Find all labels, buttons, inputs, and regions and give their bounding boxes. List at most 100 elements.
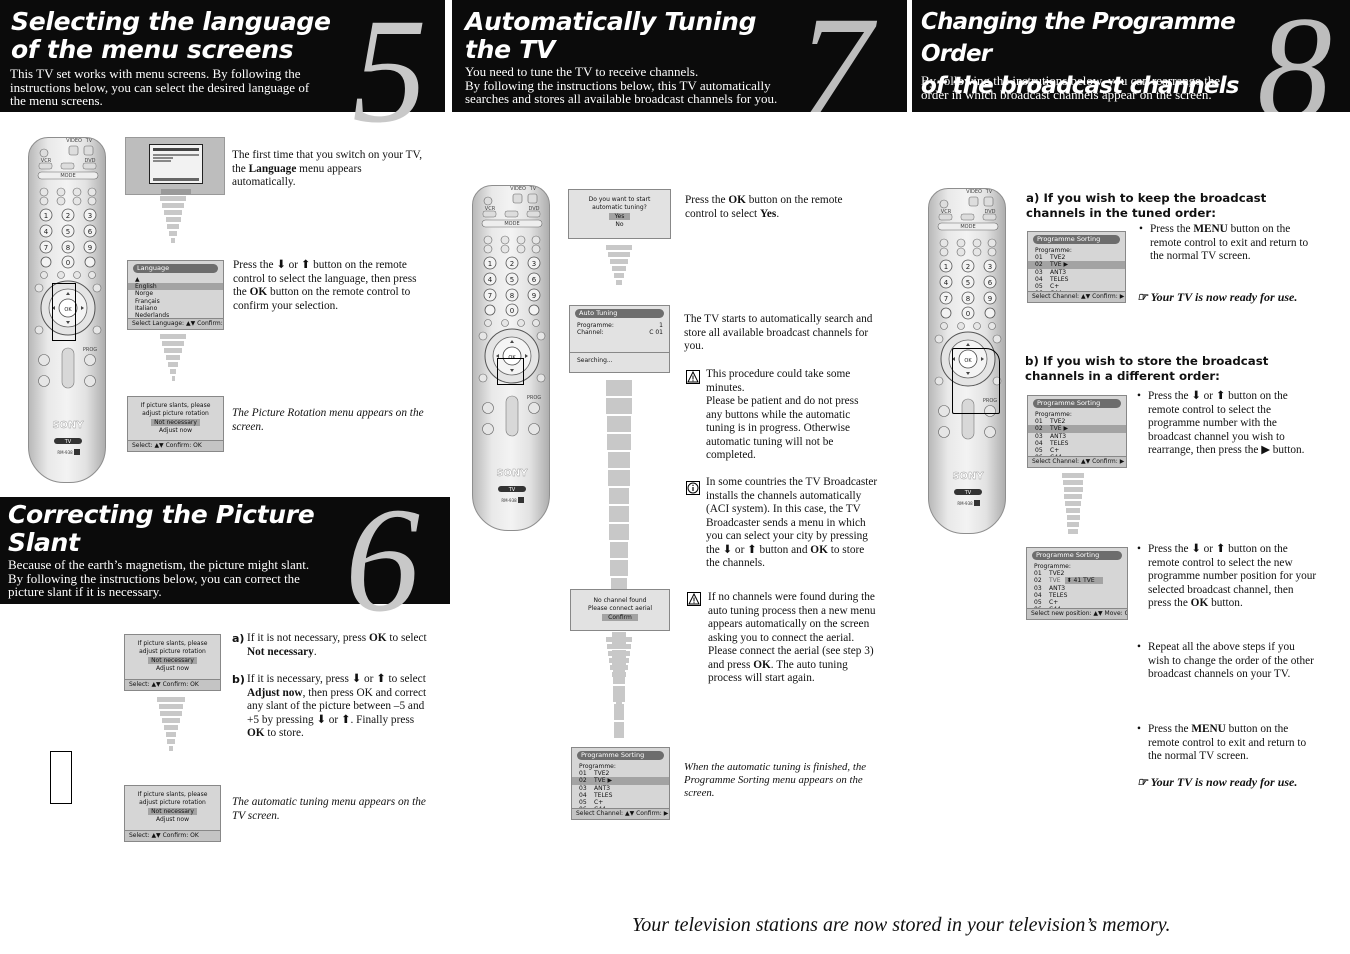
osd-language-item: Italiano xyxy=(135,304,158,312)
osd-option-adjust-now: Adjust now xyxy=(155,664,190,672)
arrow-highlight-box xyxy=(952,348,1000,414)
osd-label: Programme: xyxy=(1034,563,1071,570)
osd-option-not-necessary: Not necessary xyxy=(148,808,197,815)
section-5-intro: This TV set works with menu screens. By … xyxy=(10,66,310,108)
svg-text:9: 9 xyxy=(532,292,536,300)
section-6-number: 6 xyxy=(345,477,420,643)
warning-text: If no channels were found during the aut… xyxy=(708,591,876,684)
osd-title: Programme Sorting xyxy=(1032,551,1122,560)
svg-text:0: 0 xyxy=(510,307,514,315)
osd-footer: Select Channel: ▲▼ Confirm: ▶ xyxy=(572,808,669,819)
step-note: The Picture Rotation menu appears on the… xyxy=(232,407,424,433)
osd-label: Programme: xyxy=(577,322,614,329)
osd-label: Programme: xyxy=(1035,411,1072,418)
remote-tv-label: TV xyxy=(85,138,93,144)
remote-mode-label: MODE xyxy=(960,224,976,230)
step-note: The automatic tuning menu appears on the… xyxy=(232,796,426,822)
svg-text:6: 6 xyxy=(88,228,93,236)
svg-text:1: 1 xyxy=(44,212,48,220)
svg-text:2: 2 xyxy=(66,212,70,220)
osd-status: Searching... xyxy=(570,352,669,368)
svg-text:3: 3 xyxy=(532,260,536,268)
down-arrow-icon: ⬇ xyxy=(722,543,733,556)
signal-beam xyxy=(606,637,632,707)
svg-text:6: 6 xyxy=(532,276,537,284)
remote-tv-label: TV xyxy=(985,189,993,195)
signal-beam xyxy=(160,334,186,383)
section-7-intro: You need to tune the TV to receive chann… xyxy=(465,64,778,106)
remote-tv-label: TV xyxy=(529,186,537,192)
osd-label: Programme: xyxy=(1035,247,1072,254)
up-arrow-icon: ⬆ xyxy=(376,673,386,685)
svg-text:TV: TV xyxy=(964,490,972,496)
instruction-bullet: Repeat all the above steps if you wish t… xyxy=(1137,641,1317,682)
svg-text:1: 1 xyxy=(488,260,492,268)
ready-message: ☞ Your TV is now ready for use. xyxy=(1137,775,1297,789)
warning-line: Please be patient and do not press any b… xyxy=(706,395,859,461)
osd-footer: Select: ▲▼ Confirm: OK xyxy=(125,679,220,690)
osd-text: If picture slants, please xyxy=(137,640,208,647)
osd-option-adjust-now: Adjust now xyxy=(155,815,190,823)
svg-text:2: 2 xyxy=(966,263,970,271)
svg-text:7: 7 xyxy=(44,244,48,252)
ok-highlight-box xyxy=(497,358,524,385)
osd-footer: Select new position: ▲▼ Move: OK xyxy=(1027,608,1127,619)
up-arrow-icon: ⬆ xyxy=(1215,543,1226,555)
svg-text:5: 5 xyxy=(510,276,514,284)
osd-text: automatic tuning? xyxy=(592,203,647,211)
remote-vcr-label: VCR xyxy=(940,209,952,215)
osd-title: Programme Sorting xyxy=(577,751,664,760)
remote-prog-label: PROG xyxy=(526,395,542,401)
svg-text:2: 2 xyxy=(510,260,514,268)
ready-text: Your TV is now ready for use. xyxy=(1150,290,1298,304)
osd-language-item: Nederlands xyxy=(135,312,170,320)
header-section-6: Correcting the Picture Slant Because of … xyxy=(0,497,450,604)
down-arrow-icon: ⬇ xyxy=(1191,543,1201,555)
svg-text:OK: OK xyxy=(64,307,72,313)
down-arrow-icon: ⬇ xyxy=(316,713,326,726)
svg-text:5: 5 xyxy=(966,279,970,287)
osd-title: Programme Sorting xyxy=(1033,235,1120,244)
osd-option-confirm: Confirm xyxy=(602,614,638,621)
remote-vcr-label: VCR xyxy=(40,158,52,164)
svg-text:TV: TV xyxy=(508,487,516,493)
svg-text:OK: OK xyxy=(964,358,972,364)
remote-video-label: VIDEO xyxy=(510,186,526,192)
svg-text:RM-938: RM-938 xyxy=(957,501,973,506)
no-channel-osd: No channel found Please connect aerial C… xyxy=(570,589,670,631)
remote-video-label: VIDEO xyxy=(66,138,82,144)
osd-footer: Select: ▲▼ Confirm: OK xyxy=(128,440,223,451)
signal-beam xyxy=(157,697,185,753)
svg-text:SONY: SONY xyxy=(496,468,528,479)
svg-text:4: 4 xyxy=(44,228,49,236)
remote-dvd-label: DVD xyxy=(528,206,540,212)
ok-highlight-box xyxy=(52,283,76,341)
osd-label: Programme: xyxy=(579,763,616,770)
signal-beam xyxy=(606,245,632,287)
osd-move-indicator: ⬍ 41 TVE xyxy=(1064,577,1103,585)
warning-icon xyxy=(687,592,701,606)
step-text: If it is not necessary, press OK to sele… xyxy=(247,632,427,658)
section-7-title: Automatically Tuning the TV xyxy=(465,7,757,64)
auto-tuning-question-osd: Do you want to start automatic tuning? Y… xyxy=(568,189,671,239)
step-label-b: b) xyxy=(232,673,245,686)
osd-language-item: English xyxy=(128,283,223,291)
svg-text:1: 1 xyxy=(944,263,948,271)
step-text: Press the ⬇ or ⬆ button on the remote co… xyxy=(233,259,417,312)
osd-option-not-necessary: Not necessary xyxy=(151,419,200,426)
